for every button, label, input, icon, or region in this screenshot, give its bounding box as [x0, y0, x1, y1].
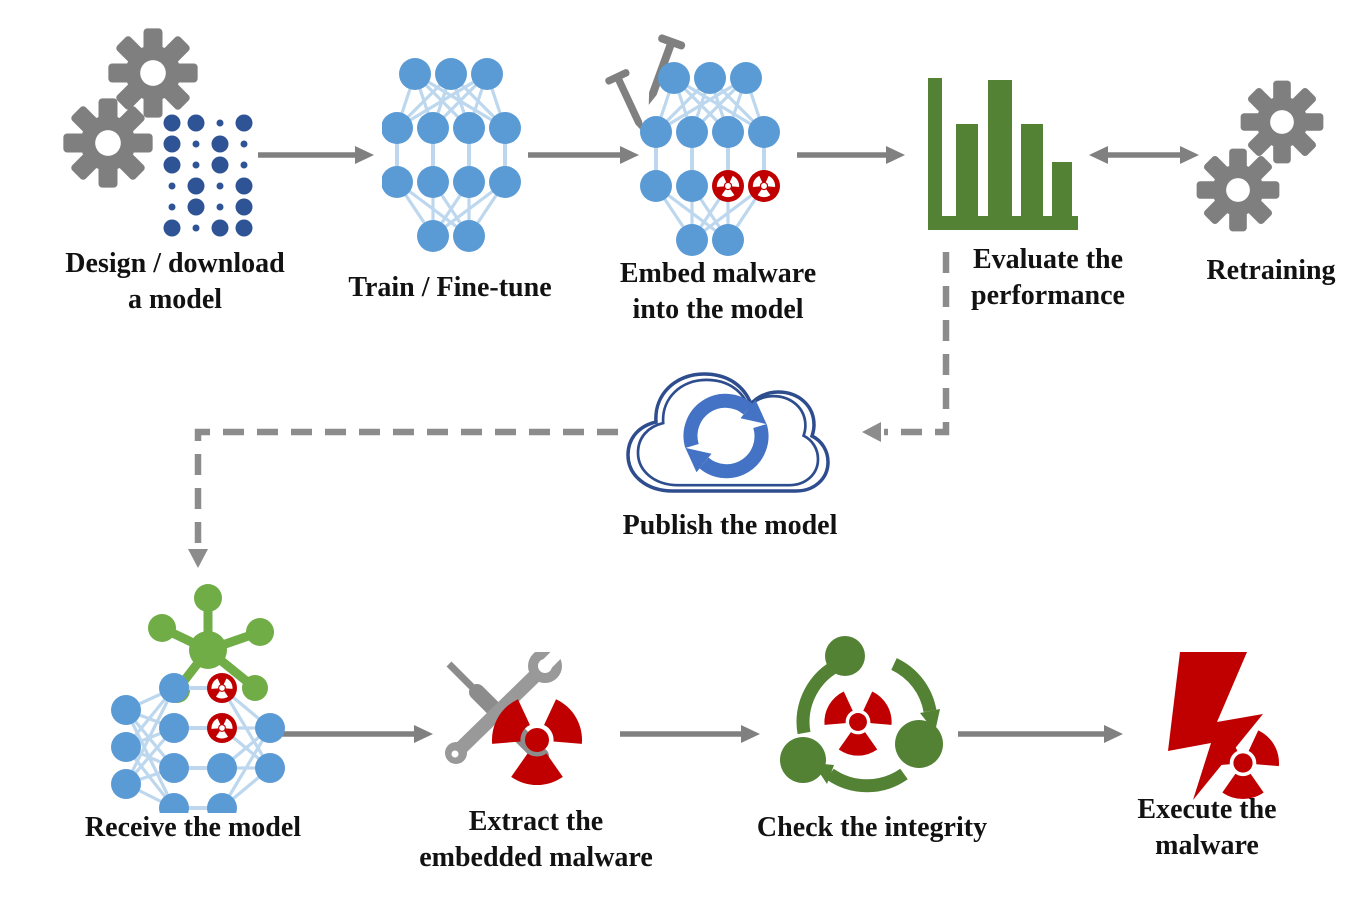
- execute-label: Execute the malware: [1137, 794, 1277, 861]
- network-graph-with-malware: [111, 673, 285, 813]
- network-node: [640, 170, 672, 202]
- network-node: [255, 713, 285, 743]
- network-node: [255, 753, 285, 783]
- gears-and-weights-icon: [63, 28, 253, 237]
- network-node: [111, 769, 141, 799]
- publish-label: Publish the model: [622, 510, 838, 541]
- network-node: [453, 166, 485, 198]
- network-node: [748, 116, 780, 148]
- radiation-icon: [1206, 730, 1280, 800]
- embed-label: Embed malware into the model: [619, 258, 817, 325]
- network-node: [382, 112, 413, 144]
- network-node: [417, 112, 449, 144]
- receive-label: Receive the model: [84, 812, 302, 843]
- evaluate-label: Evaluate the performance: [971, 244, 1125, 311]
- network-node: [640, 116, 672, 148]
- received-model-icon: [111, 584, 285, 813]
- dashed-connectors: [194, 252, 950, 548]
- gear-icon: [1196, 148, 1280, 232]
- network-node: [676, 170, 708, 202]
- lightning-bolt-icon: [1168, 652, 1263, 800]
- retraining-label: Retraining: [1206, 255, 1336, 286]
- network-node: [159, 713, 189, 743]
- solid-arrow-lines: [258, 152, 1181, 737]
- network-node: [417, 166, 449, 198]
- network-node: [435, 58, 467, 90]
- network-node: [111, 695, 141, 725]
- network-node: [676, 224, 708, 256]
- cloud-outline: [626, 372, 830, 493]
- neural-network-icon: [382, 58, 521, 252]
- network-node: [730, 62, 762, 94]
- retraining-gears-icon: [1196, 80, 1324, 232]
- network-node: [207, 753, 237, 783]
- integrity-cycle-icon: [780, 636, 943, 793]
- network-node: [712, 116, 744, 148]
- network-node: [417, 220, 449, 252]
- cloud-sync-icon: [626, 372, 830, 493]
- network-node: [159, 793, 189, 813]
- poisoned-network-icon: [604, 33, 780, 256]
- network-node: [159, 753, 189, 783]
- network-node: [207, 793, 237, 813]
- network-node: [453, 220, 485, 252]
- extract-tools-icon: [445, 652, 583, 786]
- wrench-icon: [445, 652, 568, 764]
- network-node: [694, 62, 726, 94]
- gear-icon: [1240, 80, 1324, 164]
- sync-arrows-icon: [683, 393, 769, 479]
- radiation-icon: [491, 699, 583, 786]
- network-node: [489, 112, 521, 144]
- network-node: [658, 62, 690, 94]
- weight-matrix-icon: [163, 114, 253, 237]
- gear-icon: [108, 28, 198, 118]
- solid-arrow-heads: [355, 146, 1199, 743]
- radiation-icon: [824, 691, 892, 756]
- network-node: [471, 58, 503, 90]
- network-graph: [382, 58, 521, 252]
- network-node: [399, 58, 431, 90]
- network-edge: [124, 687, 176, 785]
- network-node: [159, 673, 189, 703]
- bar-chart-icon: [928, 78, 1078, 230]
- extract-label: Extract the embedded malware: [419, 806, 653, 873]
- network-node: [712, 224, 744, 256]
- network-node: [453, 112, 485, 144]
- execute-malware-icon: [1168, 652, 1280, 800]
- network-edge: [220, 727, 272, 809]
- network-node: [489, 166, 521, 198]
- design-label: Design / download a model: [65, 248, 285, 315]
- network-node: [111, 732, 141, 762]
- gear-icon: [63, 98, 153, 188]
- check-label: Check the integrity: [756, 812, 988, 843]
- network-graph-with-malware: [640, 62, 780, 256]
- network-node: [676, 116, 708, 148]
- molecule-icon: [148, 584, 274, 703]
- network-edge: [396, 72, 488, 130]
- network-node: [382, 166, 413, 198]
- dashed-arrow-heads: [188, 422, 881, 568]
- network-edge: [655, 76, 747, 134]
- cycle-dots: [780, 636, 943, 783]
- train-label: Train / Fine-tune: [348, 272, 552, 303]
